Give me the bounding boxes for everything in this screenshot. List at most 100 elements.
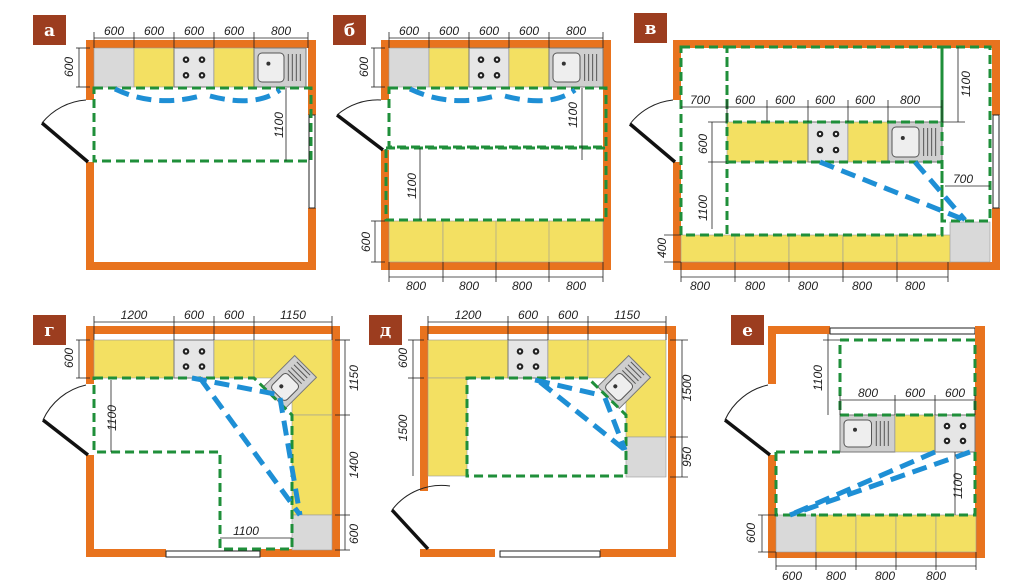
clearance-zone [387,86,608,149]
dimension-label: 800 [875,569,895,583]
wall [673,262,1000,270]
wall [600,549,676,557]
dimension-label: 600 [62,57,76,77]
panel-label: б [344,21,355,41]
drainboard-rib [627,364,642,379]
dimension-label: 1150 [614,308,640,322]
panel-label: в [645,19,657,39]
dimension-label: 800 [798,279,818,293]
burner-center [945,424,949,428]
dimension-label: 600 [905,386,925,400]
drainboard-rib [287,370,302,385]
drainboard-rib [296,361,311,376]
counter-cabinet [680,234,736,263]
dimension-label: 600 [696,134,710,154]
counter-cabinet [427,377,468,477]
counter-cabinet [213,339,255,379]
wall [975,326,985,557]
burner-center [200,365,204,368]
wall [86,549,166,557]
panel-label-box [731,315,764,345]
stove-icon [173,339,215,379]
door-leaf [723,418,772,457]
drainboard-rib [630,361,645,376]
work-triangle-path [819,159,967,223]
counter-cabinet [93,339,175,379]
burner-center [184,365,188,368]
clearance-zone [92,376,294,551]
panel-label-box [33,15,66,45]
drainboard-rib [621,370,636,385]
door-leaf [390,508,430,551]
sink-bowl [271,372,300,401]
counter-cabinet [788,234,844,263]
window [165,550,261,558]
wall [768,326,776,384]
dimension-label: 800 [271,24,291,38]
wall [992,208,1000,270]
sink-icon [548,47,604,88]
burner-center [818,132,822,136]
panel-label: е [742,321,753,341]
door-swing-arc [41,99,87,124]
sink-icon [839,414,896,453]
wall [86,326,94,384]
panel-label: д [380,321,391,341]
wall [768,326,830,334]
dimension-label: 600 [144,24,164,38]
dimension-label: 800 [852,279,872,293]
wall [673,40,1000,48]
dimension-label: 600 [479,24,499,38]
clearance-zone [92,86,313,163]
counter-cabinet [508,47,550,88]
dimension-label: 1100 [959,71,973,97]
fridge [949,221,991,263]
clearance-zone [940,45,992,223]
burner-center [184,350,188,353]
wall [86,262,316,270]
dimension-label: 600 [104,24,124,38]
clearance-zone [725,160,944,237]
panel-label-box [369,315,402,345]
dimension-label: 1100 [233,524,259,538]
stove-body [807,121,849,163]
door-leaf [335,113,385,152]
drainboard-rib [624,367,639,382]
door-swing-arc [629,99,674,125]
dimension-label: 800 [566,279,586,293]
stove-body [468,47,510,88]
door-swing-arc [336,99,382,116]
drain [266,61,271,66]
burner-center [200,74,204,77]
corner-sink-icon [596,354,652,410]
dimension-label: 1500 [396,414,410,441]
drain [900,136,905,140]
wall [308,208,316,270]
fridge [388,47,430,88]
sink-bowl [605,372,634,401]
burner-center [479,58,483,61]
stove-body [934,414,976,453]
dimension-label: 1100 [105,405,119,431]
counter-cabinet [894,414,936,453]
door-swing-arc [391,484,451,511]
dimension-label: 1400 [347,451,361,478]
dimension-label: 1200 [121,308,148,322]
dimension-label: 1200 [455,308,482,322]
work-triangle-path [534,377,628,452]
stove-body [507,339,549,379]
stove-body [173,339,215,379]
dimension-label: 1100 [566,102,580,128]
sink-bowl [891,126,920,158]
fridge [93,47,135,88]
stove-icon [934,414,976,453]
fridge [291,514,333,551]
dimension-label: 800 [926,569,946,583]
door-leaf [41,418,90,457]
dimension-label: 600 [359,232,373,252]
dimension-label: 700 [690,93,710,107]
burner-center [200,350,204,353]
